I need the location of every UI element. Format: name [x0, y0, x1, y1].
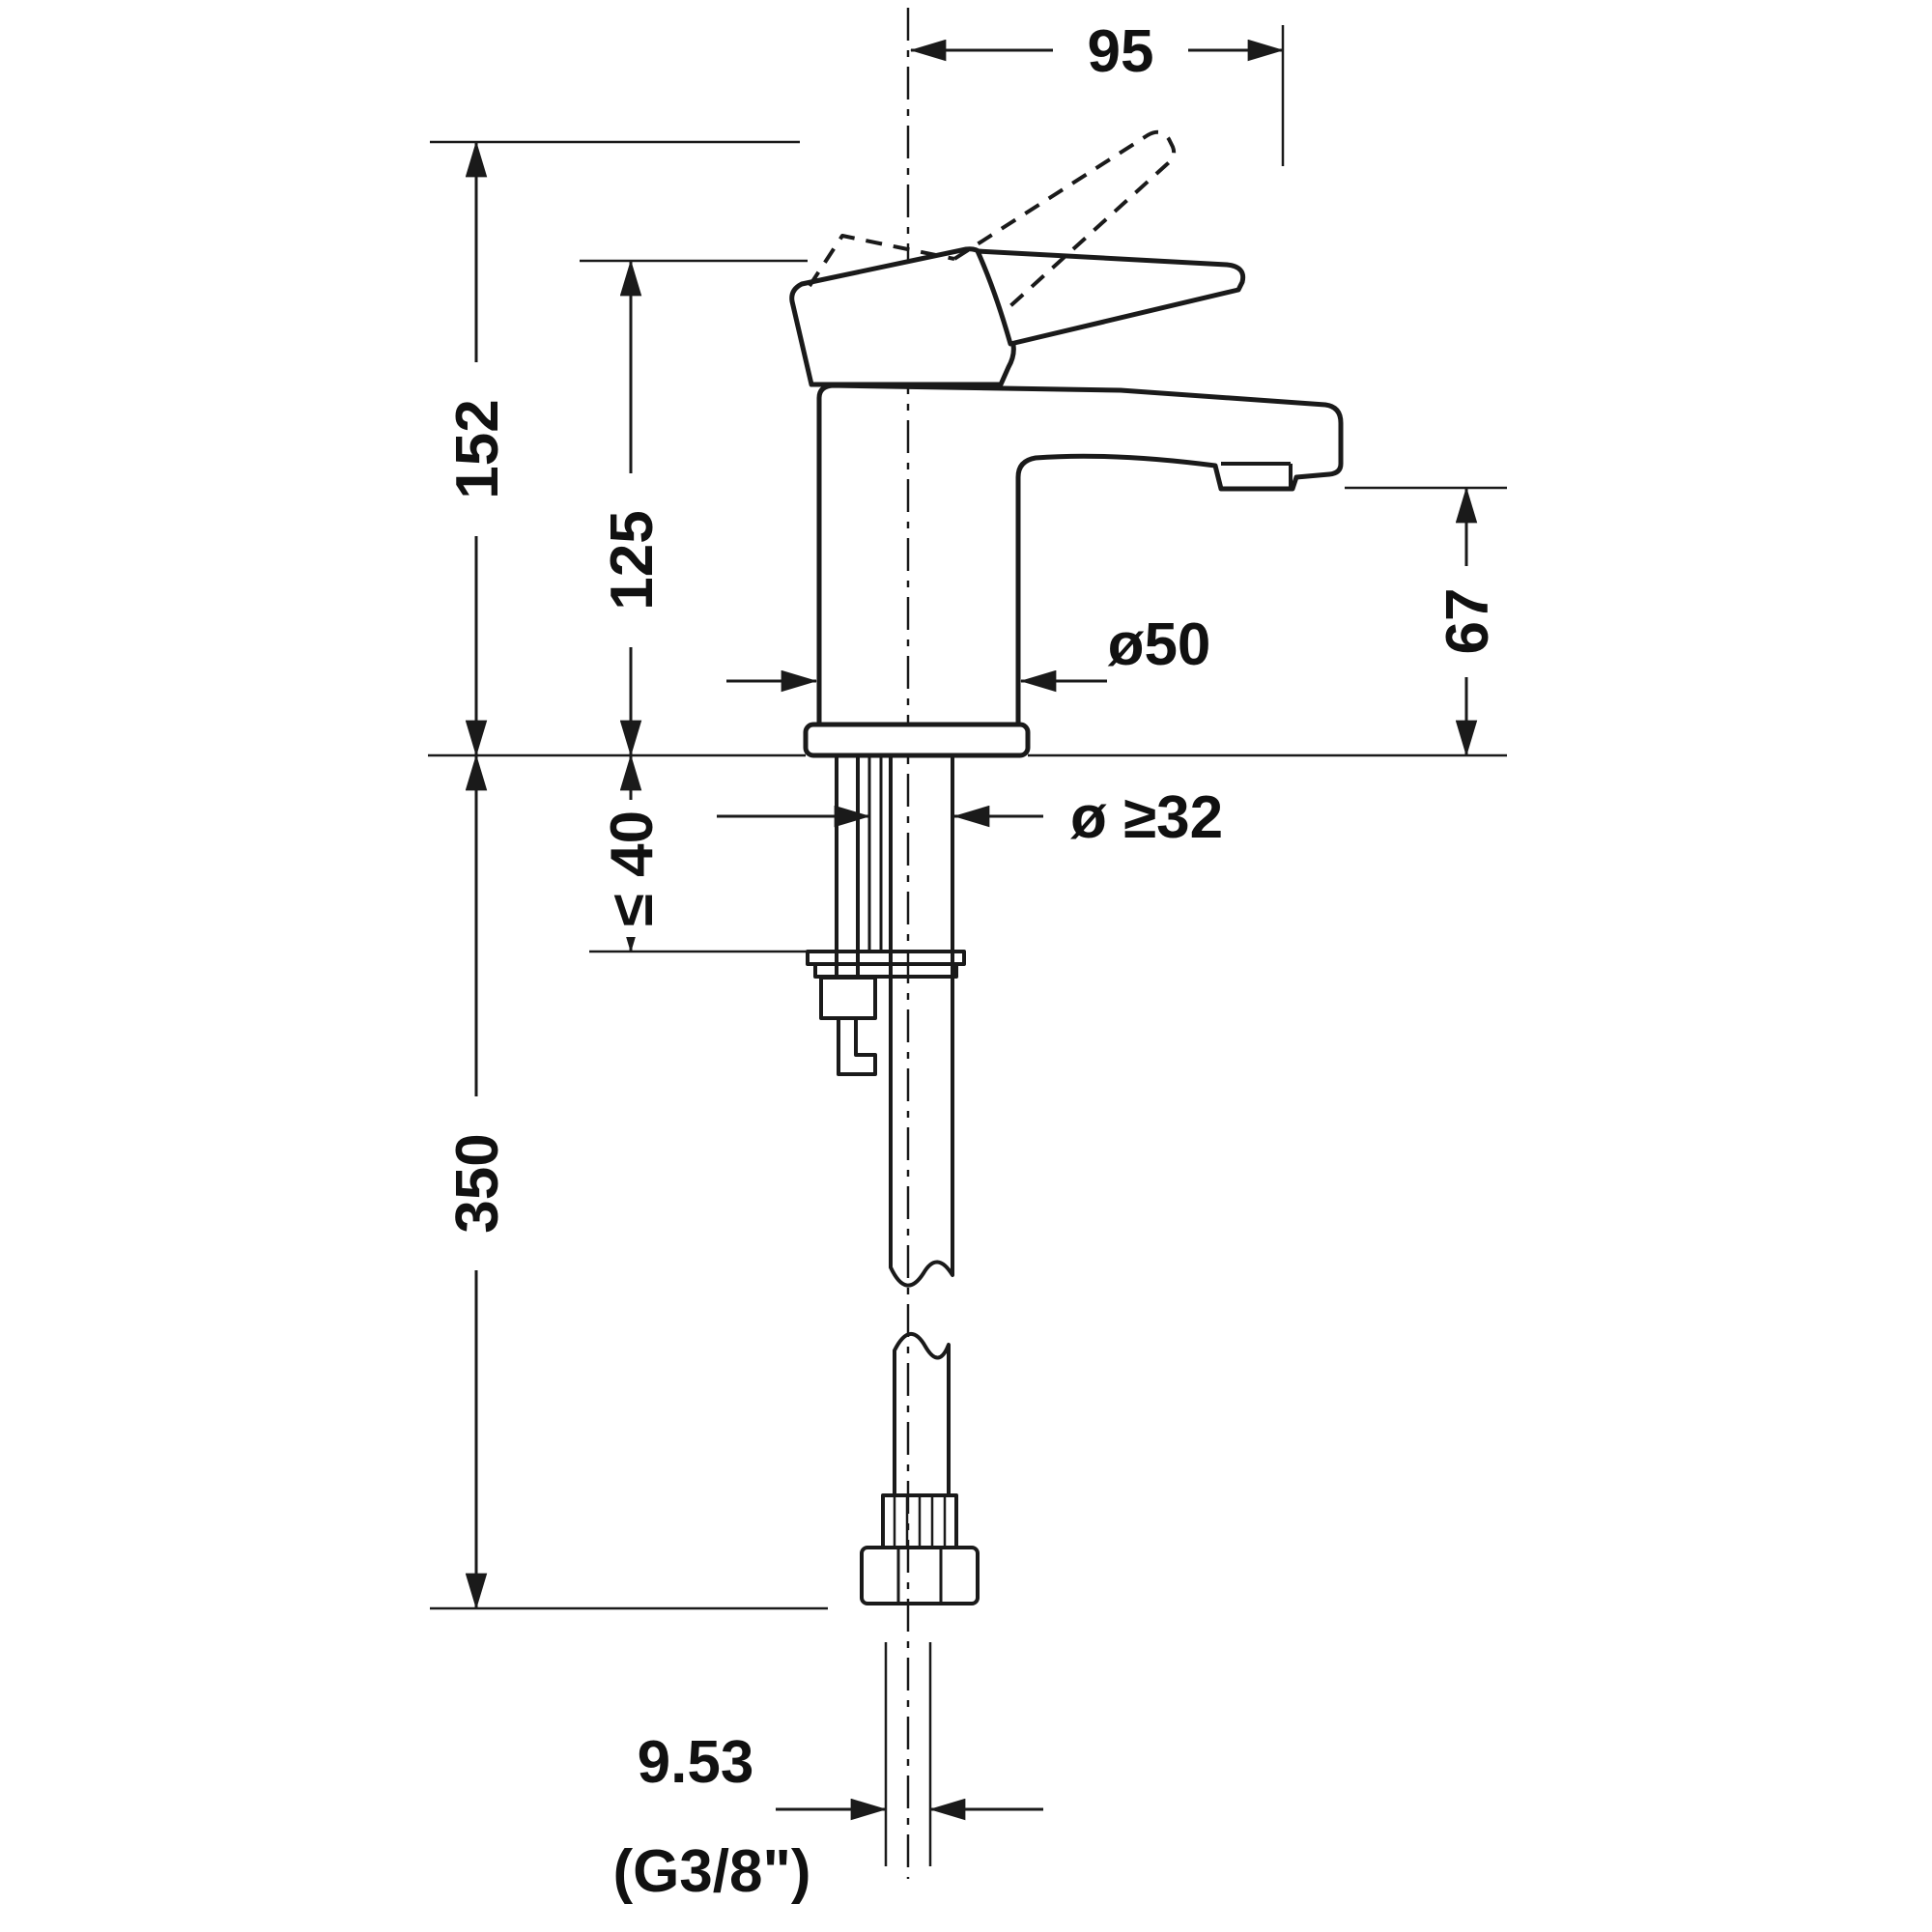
hose-crimp-collar [881, 1493, 958, 1549]
dimension-body-diameter: ø50 [726, 611, 1211, 693]
dim-d32-label: ø ≥32 [1070, 784, 1223, 851]
dim-95-label: 95 [1088, 18, 1154, 85]
dim-67-label: 67 [1435, 588, 1501, 655]
mounting-washer-nut [806, 950, 966, 979]
lever-handle [789, 246, 1246, 387]
lever-handle-raised-dashed [808, 129, 1177, 315]
dimension-spout-reach: 95 [909, 18, 1285, 166]
dimension-hose-length: 350 [430, 753, 828, 1610]
dim-40-label: ≤ 40 [599, 810, 666, 926]
faucet-body-and-spout [816, 383, 1344, 729]
hose-hex-nut [860, 1546, 980, 1605]
dimension-hole-diameter: ø ≥32 [717, 784, 1223, 851]
threaded-mounting-rod [819, 755, 877, 1076]
flexible-hose [889, 753, 954, 1497]
thread-extension-lines [884, 1642, 932, 1866]
base-plate [803, 722, 1031, 758]
supply-pipe [867, 755, 883, 952]
dim-125-label: 125 [599, 510, 666, 610]
dim-152-label: 152 [444, 399, 511, 498]
dimension-handle-height: 125 [580, 259, 808, 757]
dim-d50-label: ø50 [1108, 611, 1211, 678]
dimension-deck-thickness: ≤ 40 [589, 753, 823, 953]
dim-g38-label: (G3/8") [612, 1838, 810, 1905]
dimension-spout-outlet-height: 67 [1345, 486, 1507, 757]
dimension-total-height: 152 [430, 140, 800, 757]
aerator-detail [1221, 462, 1293, 489]
dim-953-label: 9.53 [638, 1729, 754, 1796]
dimension-thread: 9.53 (G3/8") [612, 1729, 1043, 1905]
dim-350-label: 350 [444, 1133, 511, 1233]
